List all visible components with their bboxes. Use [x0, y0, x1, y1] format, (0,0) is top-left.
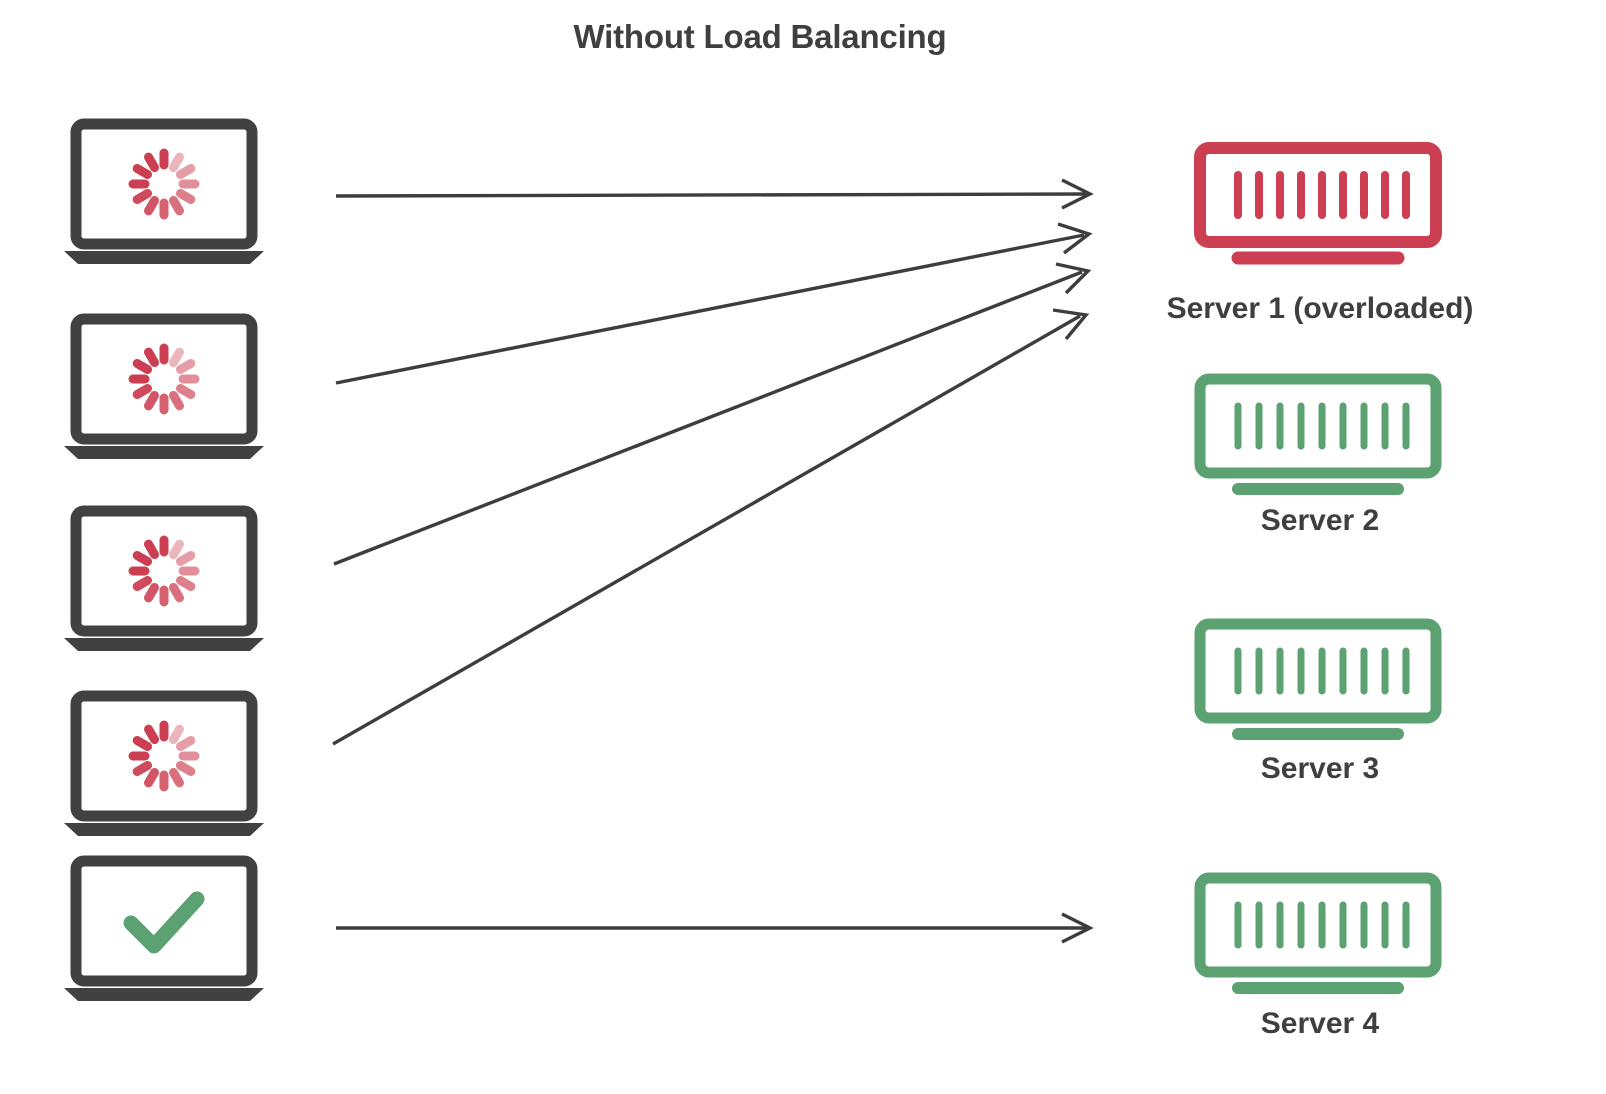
- client-3[interactable]: [64, 511, 264, 651]
- client-2[interactable]: [64, 319, 264, 459]
- server-4-label: Server 4: [1260, 1007, 1380, 1040]
- server-1-label: Server 1 (overloaded): [1166, 292, 1474, 325]
- server-rack-icon: [1200, 878, 1436, 988]
- server-3[interactable]: [1200, 624, 1436, 734]
- connection-client-5-to-server-4: [336, 912, 1094, 944]
- server-rack-icon: [1200, 624, 1436, 734]
- connection-client-2-to-server-1: [335, 222, 1093, 385]
- server-2-label: Server 2: [1260, 504, 1380, 537]
- server-1[interactable]: [1200, 148, 1436, 258]
- laptop-icon: [64, 124, 264, 264]
- connection-client-3-to-server-1: [333, 262, 1092, 566]
- connection-client-4-to-server-1: [332, 308, 1090, 746]
- client-4[interactable]: [64, 696, 264, 836]
- client-1[interactable]: [64, 124, 264, 264]
- laptop-icon: [64, 511, 264, 651]
- server-3-label: Server 3: [1260, 752, 1380, 785]
- connection-client-1-to-server-1: [335, 178, 1094, 210]
- server-2[interactable]: [1200, 379, 1436, 489]
- page-title: Without Load Balancing: [573, 18, 947, 55]
- server-rack-icon: [1200, 148, 1436, 258]
- laptop-icon: [64, 696, 264, 836]
- laptop-icon: [64, 319, 264, 459]
- client-5[interactable]: [64, 861, 264, 1001]
- server-4[interactable]: [1200, 878, 1436, 988]
- server-rack-icon: [1200, 379, 1436, 489]
